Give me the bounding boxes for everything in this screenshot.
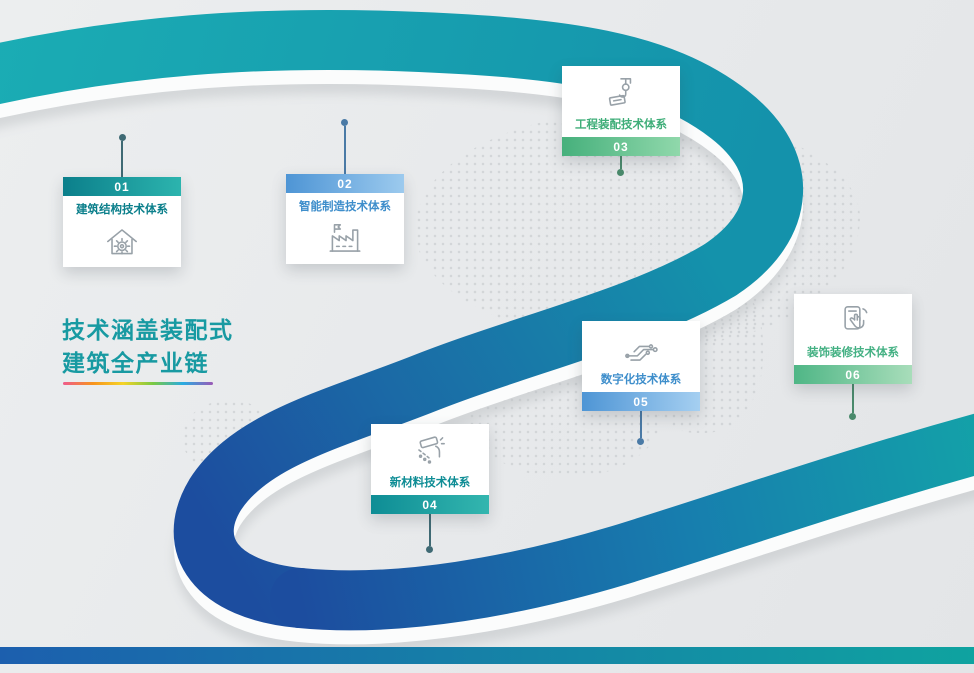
card-label: 数字化技术体系 [600,374,682,386]
card-label: 建筑结构技术体系 [76,204,168,216]
card-new-materials: 新材料技术体系 04 [371,424,489,514]
headline-line1: 技术涵盖装配式 [62,317,234,343]
road-bottom-segment [270,413,974,631]
card-digital-technology: 数字化技术体系 05 [582,321,700,411]
card-decoration-renovation: 装饰装修技术体系 06 [794,294,912,384]
card-number-badge: 06 [794,365,912,384]
connector-stem [429,514,431,546]
card-label: 工程装配技术体系 [575,119,667,131]
card-number-badge: 05 [582,392,700,411]
connector-node [341,119,348,126]
card-intelligent-manufacturing: 02 智能制造技术体系 [286,174,404,264]
card-number-badge: 02 [286,174,404,193]
connector-stem [121,141,123,177]
circuit-icon [620,325,662,371]
connector-stem [852,384,854,413]
touch-device-icon [832,298,874,344]
house-gear-icon [101,217,143,267]
card-label: 装饰装修技术体系 [807,347,899,359]
paint-roller-icon [409,428,451,474]
headline-line2: 建筑全产业链 [62,350,209,377]
headline: 技术涵盖装配式 建筑全产业链 [62,314,234,381]
card-number-badge: 01 [63,177,181,196]
road-top-segment [0,9,804,300]
connector-node [119,134,126,141]
connector-stem [620,156,622,169]
connector-node [617,169,624,176]
card-engineering-assembly: 工程装配技术体系 03 [562,66,680,156]
factory-icon [324,214,366,264]
card-number-badge: 04 [371,495,489,514]
headline-underline [63,382,213,385]
footer-bar [0,647,974,664]
connector-stem [640,411,642,438]
connector-node [637,438,644,445]
connector-node [849,413,856,420]
card-building-structure: 01 建筑结构技术体系 [63,177,181,267]
card-label: 新材料技术体系 [389,477,471,489]
crane-hook-icon [600,70,642,116]
card-label: 智能制造技术体系 [299,201,391,213]
card-number-badge: 03 [562,137,680,156]
connector-stem [344,126,346,174]
connector-node [426,546,433,553]
